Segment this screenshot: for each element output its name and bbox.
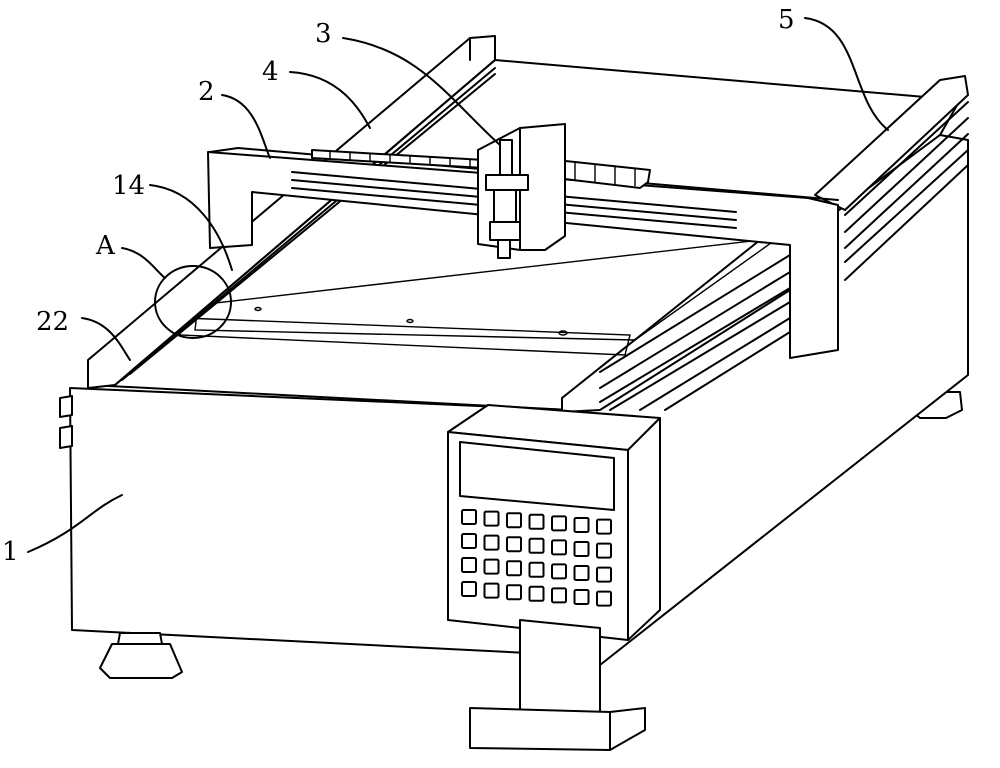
keypad-key (597, 568, 611, 582)
keypad-key (462, 558, 476, 572)
control-panel (448, 405, 660, 640)
keypad-key (530, 587, 544, 601)
keypad-key (552, 540, 566, 554)
front-left-foot (100, 633, 182, 678)
keypad-key (485, 512, 499, 526)
keypad-key (462, 510, 476, 524)
keypad-key (530, 515, 544, 529)
keypad-key (485, 536, 499, 550)
label-4: 4 (262, 57, 279, 87)
keypad-key (507, 585, 521, 599)
keypad-key (575, 566, 589, 580)
label-22: 22 (36, 307, 69, 337)
label-5: 5 (778, 5, 795, 35)
keypad-key (552, 564, 566, 578)
keypad-key (597, 592, 611, 606)
keypad-key (462, 582, 476, 596)
label-2: 2 (198, 77, 215, 107)
keypad-key (552, 588, 566, 602)
cutting-head-3 (478, 124, 565, 258)
keypad-key (597, 544, 611, 558)
keypad-key (507, 513, 521, 527)
keypad-key (485, 560, 499, 574)
label-a: A (95, 231, 116, 261)
keypad-key (575, 590, 589, 604)
keypad-key (485, 584, 499, 598)
keypad-key (597, 520, 611, 534)
keypad-key (552, 516, 566, 530)
keypad-key (507, 561, 521, 575)
keypad-key (575, 518, 589, 532)
label-14: 14 (112, 171, 145, 201)
keypad-key (507, 537, 521, 551)
keypad-key (575, 542, 589, 556)
keypad-key (530, 563, 544, 577)
keypad-key (462, 534, 476, 548)
label-3: 3 (315, 19, 332, 49)
label-1: 1 (2, 537, 19, 567)
keypad-key (530, 539, 544, 553)
